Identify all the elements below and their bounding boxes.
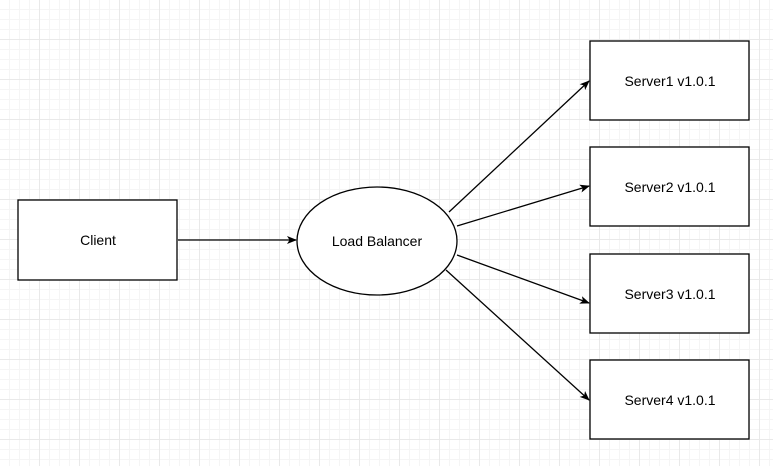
client-label: Client — [80, 232, 116, 248]
load-balancer-node[interactable]: Load Balancer — [296, 186, 458, 296]
load-balancer-label: Load Balancer — [332, 233, 423, 249]
server3-label: Server3 v1.0.1 — [624, 286, 715, 302]
server4-label: Server4 v1.0.1 — [624, 392, 715, 408]
server2-label: Server2 v1.0.1 — [624, 179, 715, 195]
edge-load-balancer-to-server4[interactable] — [445, 269, 590, 401]
client-node[interactable]: Client — [17, 199, 178, 281]
edges — [178, 80, 590, 401]
edge-load-balancer-to-server1[interactable] — [448, 80, 590, 213]
edge-load-balancer-to-server2[interactable] — [456, 184, 590, 227]
server2-node[interactable]: Server2 v1.0.1 — [589, 146, 750, 227]
server1-label: Server1 v1.0.1 — [624, 73, 715, 89]
server4-node[interactable]: Server4 v1.0.1 — [589, 359, 750, 440]
server1-node[interactable]: Server1 v1.0.1 — [589, 40, 750, 121]
edge-load-balancer-to-server3[interactable] — [456, 254, 590, 304]
server3-node[interactable]: Server3 v1.0.1 — [589, 253, 750, 334]
